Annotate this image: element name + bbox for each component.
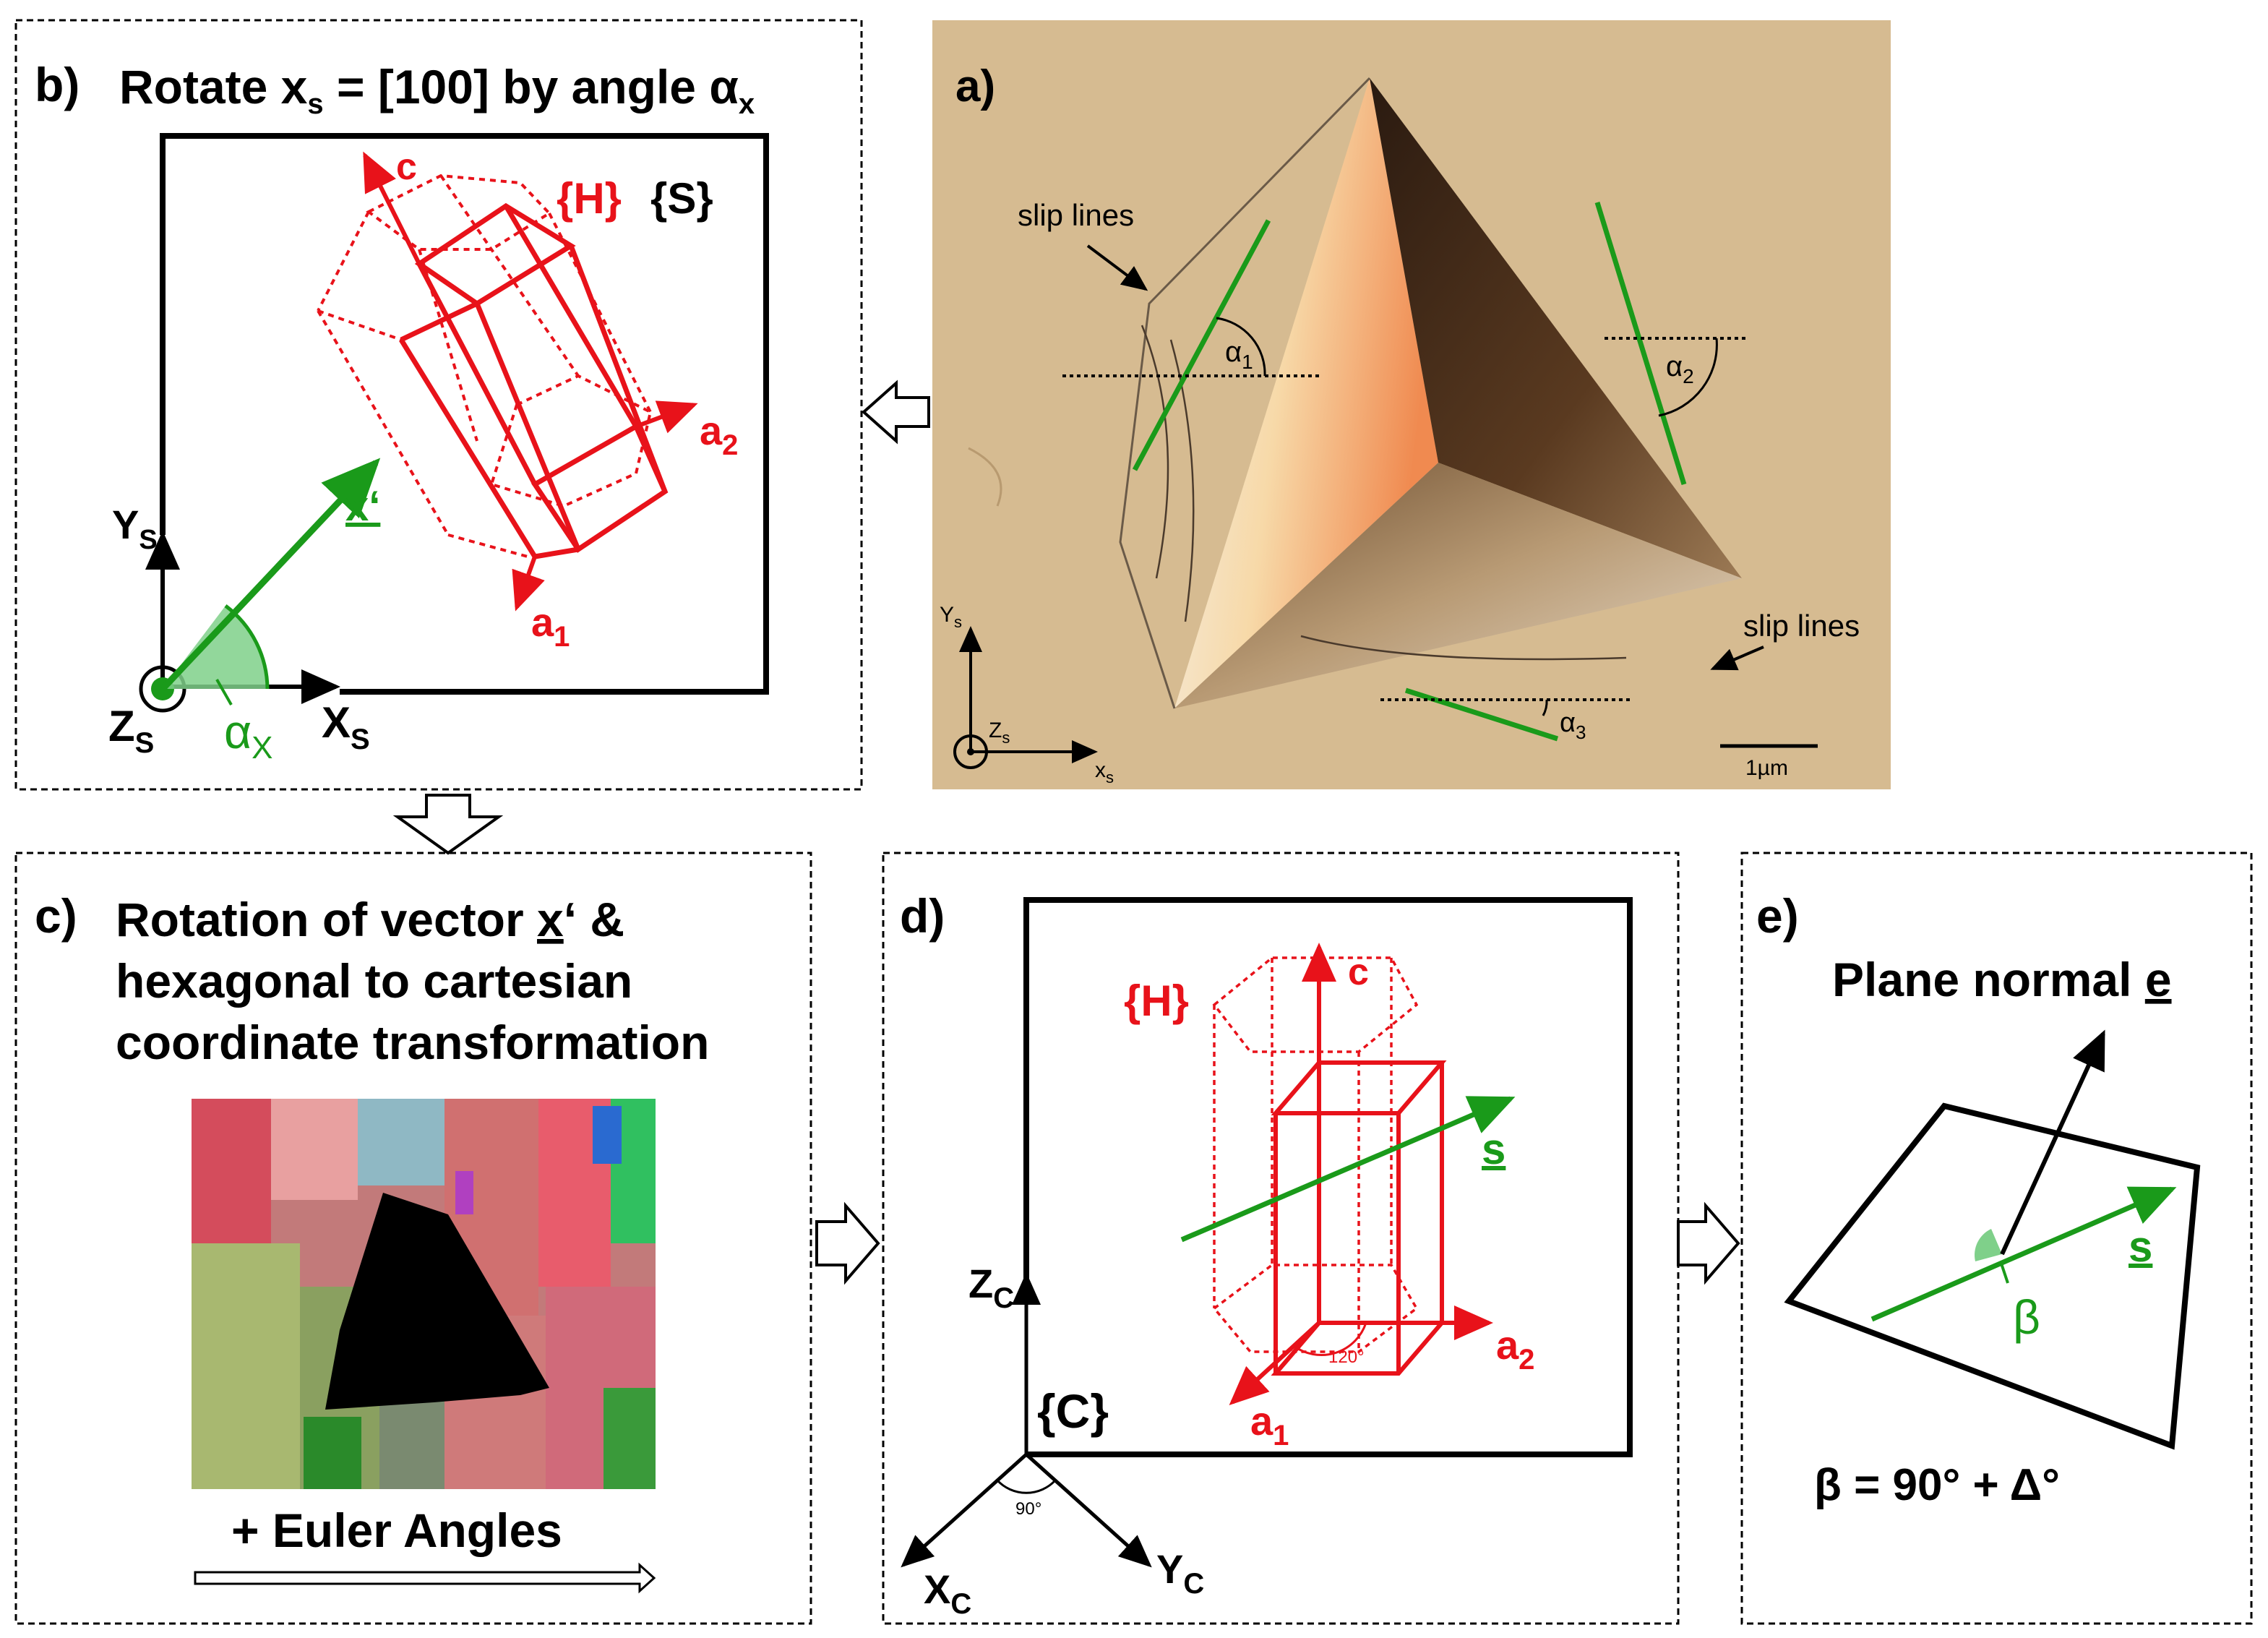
panel-b-a1-axis	[512, 555, 545, 612]
panel-a-alpha2-label: α2	[1666, 351, 1694, 387]
panel-b-frame	[14, 19, 863, 791]
panel-a-y-label: Ys	[940, 603, 962, 631]
panel-c-title-line1: Rotation of vector x‘ &	[116, 893, 624, 946]
panel-d-frame	[882, 852, 1680, 1625]
panel-a-alpha3-arc	[1542, 699, 1548, 716]
panel-b-alpha-leader	[215, 679, 233, 706]
panel-a-x-label: xs	[1095, 758, 1114, 786]
panel-b-title: Rotate xs = [100] by angle αx	[119, 60, 755, 120]
panel-a-z-dot	[967, 748, 974, 755]
panel-a-alpha1-label: α1	[1225, 336, 1253, 373]
panel-b-H-label: {H}	[557, 174, 622, 223]
panel-a-slip-lines-1-label: slip lines	[1018, 198, 1134, 232]
panel-e-frame	[1740, 852, 2253, 1625]
arrow-d-to-e	[1677, 1201, 1740, 1285]
panel-b-S-label: {S}	[650, 174, 713, 223]
panel-c-tag: c)	[35, 889, 77, 943]
panel-d-s-vector	[1180, 1096, 1516, 1243]
panel-a-slip-lines-1-arrow	[1086, 244, 1148, 291]
panel-e-s-label: s	[2129, 1222, 2152, 1271]
panel-b-xprime-vector	[160, 458, 381, 692]
panel-d-120-label: 120°	[1328, 1347, 1365, 1367]
panel-b-tag: b)	[35, 58, 80, 111]
panel-b-unit-cell	[399, 202, 669, 559]
panel-a-indent-bottom-face	[1174, 463, 1742, 708]
panel-d-tag: d)	[900, 889, 945, 943]
panel-d-crystal-frame	[1023, 897, 1633, 1457]
panel-b-alpha-label: αX	[224, 705, 273, 766]
panel-c: c) Rotation of vector x‘ & hexagonal to …	[14, 852, 812, 1625]
panel-b-xprime-label: x‘	[345, 483, 380, 530]
panel-c-title-line3: coordinate transformation	[116, 1016, 709, 1069]
panel-c-frame	[14, 852, 812, 1625]
panel-a-alpha1-arc	[1216, 317, 1266, 377]
panel-d-a1-label: a1	[1250, 1398, 1289, 1452]
panel-c-title-line2: hexagonal to cartesian	[116, 954, 632, 1008]
arrow-c-to-d	[815, 1201, 880, 1285]
panel-e-normal-vector	[2000, 1029, 2105, 1256]
panel-d-y-axis	[1025, 1453, 1152, 1568]
panel-d-c-label: c	[1348, 951, 1369, 993]
panel-a-slip-lines-2-label: slip lines	[1743, 609, 1860, 643]
panel-e: e) Plane normal e s β β = 90° + Δ°	[1740, 852, 2253, 1625]
panel-a-pileup-left	[1119, 77, 1371, 709]
panel-a-slip-line-1	[1132, 219, 1271, 471]
panel-e-plane	[1784, 1102, 2201, 1450]
panel-d-y-label: YC	[1156, 1546, 1204, 1600]
arrow-b-to-c	[392, 794, 504, 855]
panel-b-y-label: YS	[112, 502, 158, 555]
arrow-a-to-b	[861, 380, 930, 445]
panel-a-z-label: Zs	[989, 719, 1010, 747]
panel-b-sample-frame	[160, 133, 769, 695]
panel-e-beta-sector	[1975, 1229, 2002, 1261]
panel-b-z-label: ZS	[108, 702, 154, 759]
panel-d-H-label: {H}	[1124, 977, 1189, 1025]
panel-e-title: Plane normal e	[1832, 953, 2172, 1006]
panel-b-a1-label: a1	[531, 599, 570, 653]
panel-a-slip-lines-2-arrow	[1710, 646, 1764, 671]
panel-c-euler-arrow	[194, 1562, 656, 1594]
panel-b: b) Rotate xs = [100] by angle αx YS XS Z…	[14, 19, 863, 791]
panel-d-z-label: ZC	[968, 1261, 1014, 1314]
panel-d-x-label: XC	[924, 1566, 971, 1620]
panel-a-scale-label: 1µm	[1745, 756, 1788, 780]
panel-e-equation: β = 90° + Δ°	[1814, 1460, 2060, 1510]
panel-c-euler-label: + Euler Angles	[231, 1504, 562, 1557]
panel-d-C-label: {C}	[1037, 1384, 1109, 1438]
panel-d-a2-label: a2	[1496, 1322, 1534, 1376]
panel-a-z-circle	[953, 734, 988, 769]
panel-d-90-label: 90°	[1015, 1499, 1041, 1519]
panel-a: a) slip lines α1 α2 slip lines α3 Ys xs …	[932, 20, 1891, 789]
panel-e-beta-label: β	[2013, 1290, 2040, 1344]
panel-c-ebsd-map	[192, 1099, 656, 1489]
panel-b-alpha-sector	[163, 606, 267, 689]
panel-d-90-arc	[996, 1479, 1057, 1494]
panel-b-a2-label: a2	[700, 408, 738, 461]
panel-d-x-axis	[901, 1453, 1028, 1568]
panel-b-c-label: c	[396, 146, 417, 188]
panel-a-indent-left-face	[1174, 78, 1438, 708]
panel-b-a2-axis	[635, 400, 698, 434]
panel-d-s-label: s	[1482, 1125, 1505, 1173]
panel-e-s-vector	[1870, 1186, 2177, 1322]
panel-b-x-label: XS	[322, 698, 370, 755]
panel-d: d) c a2 a1 120° {H} s {	[882, 852, 1680, 1625]
panel-a-tag: a)	[955, 61, 995, 111]
panel-d-a1-axis	[1229, 1321, 1321, 1406]
panel-b-c-axis	[363, 151, 421, 265]
panel-a-indent-right-face	[1370, 78, 1742, 578]
panel-e-beta-leader	[1999, 1261, 2009, 1284]
panel-a-alpha2-arc	[1658, 338, 1718, 417]
panel-a-alpha3-label: α3	[1560, 708, 1586, 743]
panel-a-slip-line-2	[1594, 201, 1687, 486]
panel-d-120-arc	[1293, 1322, 1367, 1356]
panel-a-surface-streak	[968, 447, 1002, 507]
panel-e-tag: e)	[1756, 889, 1799, 943]
